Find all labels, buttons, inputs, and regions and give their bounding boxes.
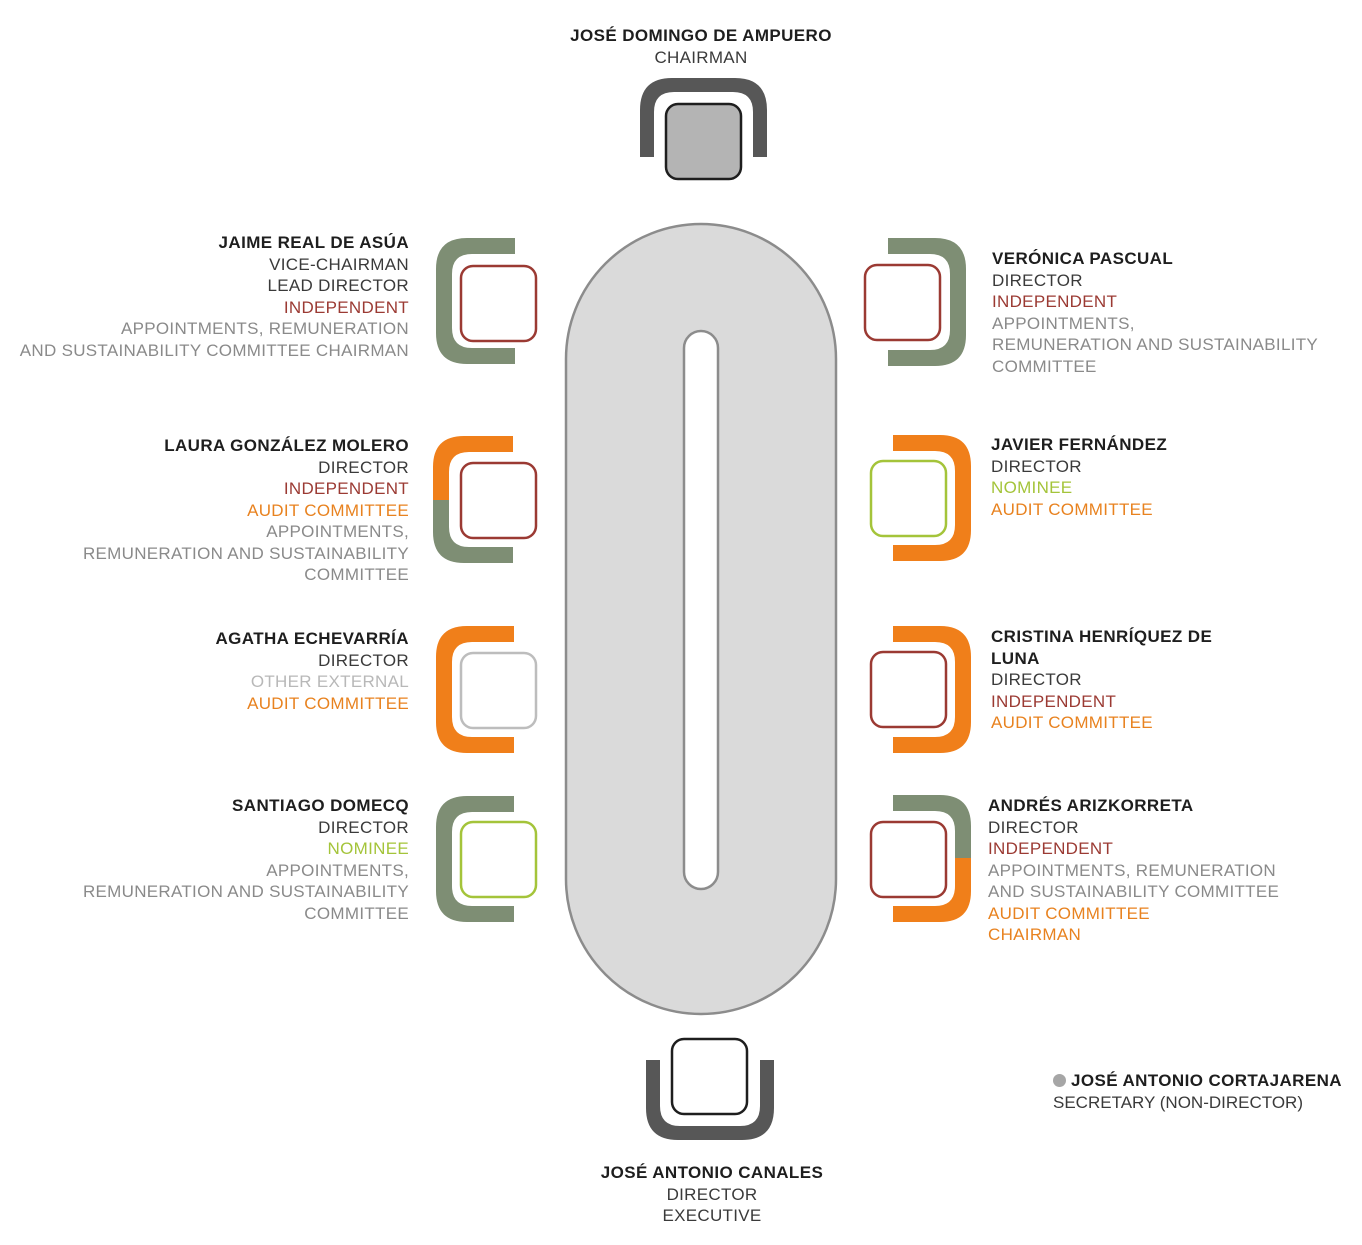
member-role: DIRECTOR [318, 650, 409, 670]
seat-cristina [869, 626, 971, 753]
member-committee: AND SUSTAINABILITY COMMITTEE CHAIRMAN [19, 340, 409, 360]
member-committee: COMMITTEE [304, 903, 409, 923]
seat-square [869, 650, 948, 729]
member-role: DIRECTOR [666, 1184, 758, 1204]
seat-square [459, 264, 538, 343]
seat-square [664, 102, 743, 181]
seat-square [869, 459, 948, 538]
member-audit: CHAIRMAN [988, 925, 1082, 944]
seat-square [459, 651, 538, 730]
seat-square [459, 820, 538, 899]
label-chairman: JOSÉ DOMINGO DE AMPUERO CHAIRMAN [560, 25, 842, 68]
seat-frame-orange [893, 858, 971, 922]
member-name: CRISTINA HENRÍQUEZ DE [991, 627, 1213, 646]
label-jaime: JAIME REAL DE ASÚA VICE-CHAIRMAN LEAD DI… [0, 232, 409, 361]
member-committee: APPOINTMENTS, [992, 313, 1135, 333]
seat-javier [869, 435, 971, 561]
member-type: OTHER EXTERNAL [250, 672, 409, 691]
seat-frame-sage [433, 500, 513, 563]
secretary-role: SECRETARY (NON-DIRECTOR) [1053, 1092, 1303, 1112]
member-role: DIRECTOR [991, 670, 1082, 689]
member-type: INDEPENDENT [992, 292, 1118, 311]
member-name: LUNA [991, 648, 1040, 668]
label-agatha: AGATHA ECHEVARRÍA DIRECTOR OTHER EXTERNA… [0, 628, 409, 714]
seat-veronica [863, 238, 966, 366]
member-committee: REMUNERATION AND SUSTAINABILITY [992, 335, 1319, 354]
member-type: INDEPENDENT [991, 691, 1117, 711]
member-type: NOMINEE [991, 478, 1073, 497]
member-committee: APPOINTMENTS, REMUNERATION [120, 319, 409, 338]
member-committee: COMMITTEE [304, 565, 409, 584]
member-name: JAIME REAL DE ASÚA [218, 233, 409, 252]
member-committee: COMMITTEE [992, 356, 1097, 376]
member-name: JOSÉ DOMINGO DE AMPUERO [570, 26, 832, 45]
member-name: ANDRÉS ARIZKORRETA [988, 796, 1194, 815]
label-javier: JAVIER FERNÁNDEZ DIRECTOR NOMINEE AUDIT … [991, 434, 1331, 520]
member-role: DIRECTOR [318, 457, 409, 477]
member-name: LAURA GONZÁLEZ MOLERO [164, 436, 409, 455]
label-cristina: CRISTINA HENRÍQUEZ DE LUNA DIRECTOR INDE… [991, 626, 1331, 734]
seat-agatha [436, 626, 538, 753]
member-name: VERÓNICA PASCUAL [992, 249, 1174, 268]
member-type: INDEPENDENT [283, 297, 409, 317]
member-type: EXECUTIVE [662, 1206, 762, 1225]
seat-square [670, 1037, 749, 1116]
seat-chairman [640, 78, 767, 181]
member-role: DIRECTOR [992, 270, 1083, 290]
member-role: DIRECTOR [318, 817, 409, 837]
member-type: INDEPENDENT [283, 479, 409, 498]
table-center-slot [682, 329, 720, 891]
seat-square [869, 820, 948, 899]
member-committee: REMUNERATION AND SUSTAINABILITY [82, 882, 409, 901]
seat-frame [888, 238, 966, 366]
member-name: JAVIER FERNÁNDEZ [991, 435, 1168, 454]
member-committee: REMUNERATION AND SUSTAINABILITY [82, 543, 409, 563]
seat-santiago [436, 796, 538, 922]
secretary-name: JOSÉ ANTONIO CORTAJARENA [1071, 1071, 1342, 1090]
member-role: VICE-CHAIRMAN [269, 254, 409, 274]
seat-canales [646, 1037, 774, 1140]
member-committee: APPOINTMENTS, [266, 860, 409, 880]
member-name: SANTIAGO DOMECQ [232, 796, 409, 815]
seat-frame [640, 78, 767, 157]
seat-andres [869, 795, 971, 922]
member-name: AGATHA ECHEVARRÍA [215, 629, 409, 648]
seat-frame [436, 626, 514, 753]
member-committee: APPOINTMENTS, [266, 522, 409, 541]
member-name: JOSÉ ANTONIO CANALES [600, 1163, 824, 1182]
seat-frame-orange [433, 436, 513, 500]
member-role: CHAIRMAN [654, 47, 748, 67]
seat-frame [436, 796, 514, 922]
member-audit: AUDIT COMMITTEE [988, 903, 1150, 923]
seat-frame [893, 626, 971, 753]
label-canales: JOSÉ ANTONIO CANALES DIRECTOR EXECUTIVE [560, 1162, 864, 1227]
seat-frame-sage [893, 795, 971, 858]
label-andres: ANDRÉS ARIZKORRETA DIRECTOR INDEPENDENT … [988, 795, 1338, 946]
label-veronica: VERÓNICA PASCUAL DIRECTOR INDEPENDENT AP… [992, 248, 1332, 377]
seat-frame [436, 238, 515, 364]
label-santiago: SANTIAGO DOMECQ DIRECTOR NOMINEE APPOINT… [0, 795, 409, 924]
secretary-name-line: JOSÉ ANTONIO CORTAJARENA [1053, 1071, 1342, 1090]
seat-jaime [436, 238, 538, 364]
member-type: INDEPENDENT [988, 839, 1114, 858]
member-role: DIRECTOR [988, 817, 1079, 837]
member-role: DIRECTOR [991, 456, 1082, 476]
member-audit: AUDIT COMMITTEE [991, 713, 1153, 732]
member-committee: AND SUSTAINABILITY COMMITTEE [988, 882, 1280, 901]
member-audit: AUDIT COMMITTEE [247, 693, 409, 713]
secretary-dot-icon [1053, 1074, 1066, 1087]
member-audit: AUDIT COMMITTEE [991, 499, 1153, 519]
label-laura: LAURA GONZÁLEZ MOLERO DIRECTOR INDEPENDE… [0, 435, 409, 586]
member-committee: APPOINTMENTS, REMUNERATION [988, 860, 1277, 880]
member-type: NOMINEE [327, 839, 409, 858]
seat-frame [646, 1060, 774, 1140]
member-audit: AUDIT COMMITTEE [247, 500, 409, 520]
seat-square [459, 461, 538, 540]
seat-laura [433, 436, 538, 563]
member-role: LEAD DIRECTOR [267, 276, 409, 295]
label-secretary: JOSÉ ANTONIO CORTAJARENA SECRETARY (NON-… [1053, 1070, 1342, 1113]
seat-frame [893, 435, 971, 561]
seat-square [863, 263, 942, 342]
